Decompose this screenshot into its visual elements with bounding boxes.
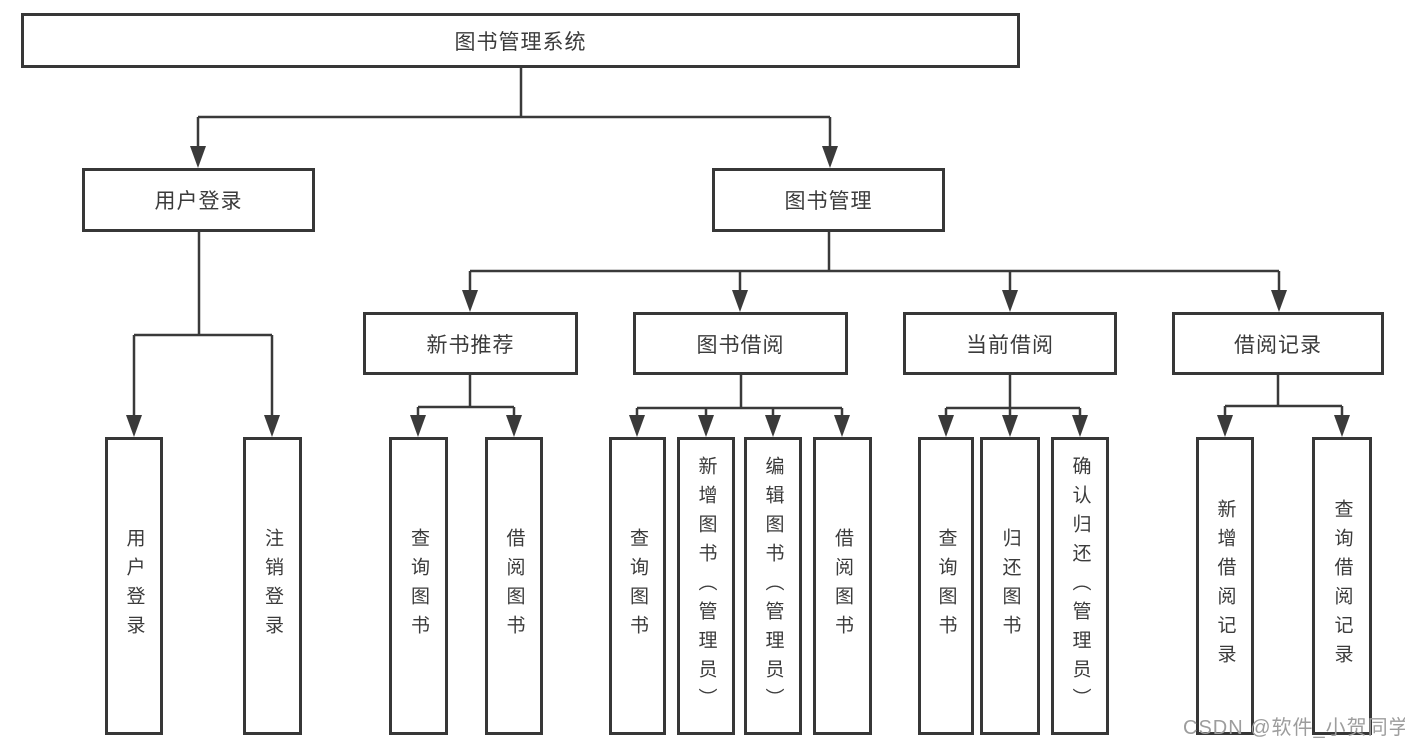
node-user-login-label: 用户登录 <box>154 190 243 213</box>
connector-current-borrow-children <box>944 375 1082 417</box>
connector-borrow-records-children <box>1223 375 1344 417</box>
leaf-edit-book-admin: 编辑图书（管理员） <box>744 437 802 735</box>
leaf-borrow-book-label: 借阅图书 <box>832 528 853 644</box>
leaf-user-login: 用户登录 <box>105 437 163 735</box>
node-root-library-system: 图书管理系统 <box>21 13 1020 68</box>
leaf-return-book: 归还图书 <box>980 437 1040 735</box>
node-book-management: 图书管理 <box>712 168 945 232</box>
leaf-query-borrow-record: 查询借阅记录 <box>1312 437 1372 735</box>
leaf-return-book-label: 归还图书 <box>999 528 1021 644</box>
connector-root-to-level2 <box>196 68 832 148</box>
leaf-logout-label: 注销登录 <box>262 528 283 644</box>
node-book-management-label: 图书管理 <box>784 190 873 213</box>
leaf-newbooks-borrow-book: 借阅图书 <box>485 437 543 735</box>
node-new-book-recommend-label: 新书推荐 <box>426 333 515 357</box>
leaf-borrow-query-book-label: 查询图书 <box>627 528 648 644</box>
node-borrow-records-label: 借阅记录 <box>1234 333 1322 357</box>
csdn-watermark: CSDN @软件_小贺同学 <box>1183 717 1405 739</box>
node-book-borrow-label: 图书借阅 <box>696 333 785 357</box>
leaf-add-book-admin: 新增图书（管理员） <box>677 437 735 735</box>
leaf-logout: 注销登录 <box>243 437 302 735</box>
leaf-confirm-return-admin-label: 确认归还（管理员） <box>1069 455 1091 717</box>
node-new-book-recommend: 新书推荐 <box>363 312 578 375</box>
arrowheads <box>126 146 1350 437</box>
leaf-newbooks-borrow-book-label: 借阅图书 <box>503 528 525 644</box>
leaf-borrow-book: 借阅图书 <box>813 437 872 735</box>
leaf-newbooks-query-book-label: 查询图书 <box>408 528 429 644</box>
node-user-login: 用户登录 <box>82 168 315 232</box>
leaf-newbooks-query-book: 查询图书 <box>389 437 448 735</box>
leaf-add-book-admin-label: 新增图书（管理员） <box>695 455 717 717</box>
node-current-borrow-label: 当前借阅 <box>966 333 1054 357</box>
leaf-current-query-book: 查询图书 <box>918 437 974 735</box>
connector-book-mgmt-children <box>468 232 1281 292</box>
leaf-borrow-query-book: 查询图书 <box>609 437 666 735</box>
leaf-add-borrow-record: 新增借阅记录 <box>1196 437 1254 735</box>
leaf-current-query-book-label: 查询图书 <box>935 528 957 644</box>
node-book-borrow: 图书借阅 <box>633 312 848 375</box>
node-borrow-records: 借阅记录 <box>1172 312 1384 375</box>
connector-new-books-children <box>416 375 516 417</box>
leaf-add-borrow-record-label: 新增借阅记录 <box>1214 499 1236 673</box>
connector-user-login-children <box>132 232 274 417</box>
leaf-query-borrow-record-label: 查询借阅记录 <box>1331 499 1353 673</box>
connector-book-borrow-children <box>635 375 844 417</box>
node-root-label: 图书管理系统 <box>454 30 587 54</box>
node-current-borrow: 当前借阅 <box>903 312 1117 375</box>
leaf-edit-book-admin-label: 编辑图书（管理员） <box>762 455 784 717</box>
leaf-user-login-label: 用户登录 <box>123 528 145 644</box>
leaf-confirm-return-admin: 确认归还（管理员） <box>1051 437 1109 735</box>
